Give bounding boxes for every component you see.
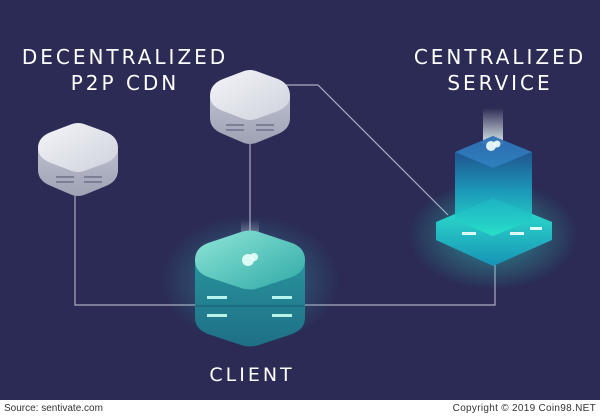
decentralized-label-line1: DECENTRALIZED bbox=[21, 45, 229, 69]
peer-node-top bbox=[210, 70, 290, 144]
peer-node-left bbox=[38, 123, 118, 196]
connector-peer-top-to-server bbox=[275, 84, 449, 216]
image-footer: Source: sentivate.com Copyright © 2019 C… bbox=[0, 400, 600, 419]
server-tower bbox=[408, 108, 578, 290]
diagram-graphic bbox=[38, 70, 578, 347]
decentralized-p2p-cdn-label: DECENTRALIZED P2P CDN bbox=[10, 44, 240, 96]
centralized-label-line2: SERVICE bbox=[447, 71, 553, 95]
client-node bbox=[160, 215, 340, 347]
decentralized-label-line2: P2P CDN bbox=[70, 71, 180, 95]
copyright-notice: Copyright © 2019 Coin98.NET bbox=[452, 403, 596, 414]
source-credit: Source: sentivate.com bbox=[4, 403, 103, 414]
client-label: CLIENT bbox=[209, 364, 295, 386]
connector-peer-left-to-client bbox=[74, 190, 195, 306]
centralized-service-label: CENTRALIZED SERVICE bbox=[400, 44, 600, 96]
centralized-label-line1: CENTRALIZED bbox=[413, 45, 587, 69]
diagram-canvas: DECENTRALIZED P2P CDN CENTRALIZED SERVIC… bbox=[0, 0, 600, 400]
